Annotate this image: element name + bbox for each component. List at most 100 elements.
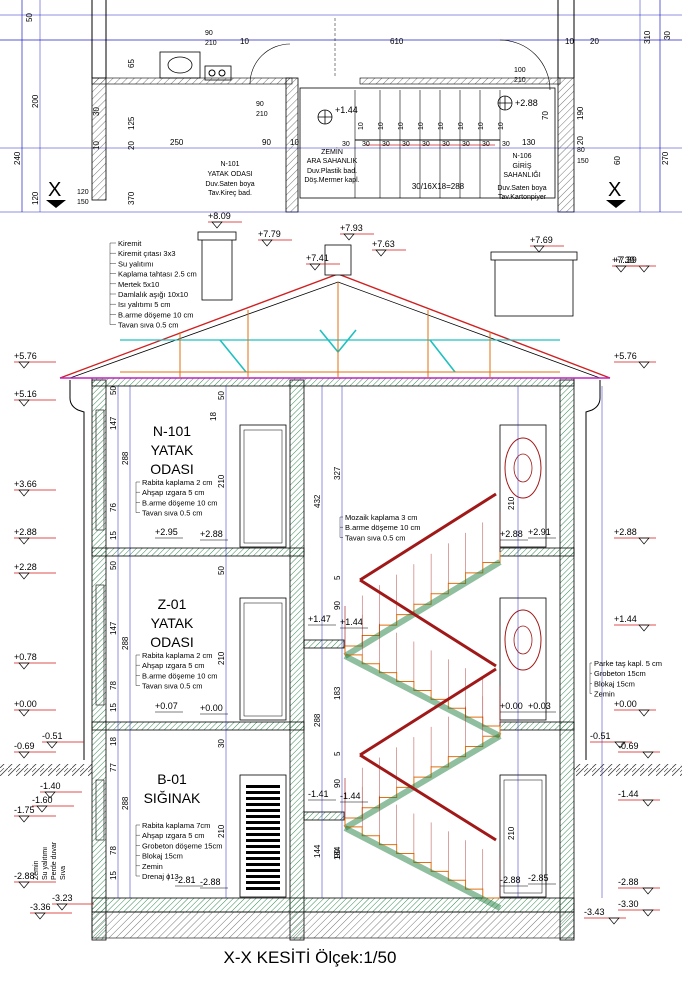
plan-finish-4: Döş.Mermer kapl. — [304, 177, 359, 184]
stair-handrail-upper — [359, 492, 497, 757]
wall-right — [559, 379, 575, 941]
vdim-left: 77 — [109, 763, 118, 772]
level-left: -1.60 — [32, 795, 74, 813]
level-roof: +7.93 — [340, 223, 374, 241]
level-roof-triangle — [343, 233, 355, 241]
vdim-mid: 210 — [217, 651, 226, 665]
stair-tread-mark: 10 — [358, 122, 365, 130]
level-left: +2.28 — [14, 562, 56, 580]
section-mark-right: X — [608, 179, 621, 201]
plan-room-n106-name2: SAHANLIĞI — [503, 170, 540, 179]
wall-mid — [289, 379, 305, 941]
level-right-text: +5.76 — [614, 351, 637, 361]
level-roof: +7.39 — [612, 255, 646, 273]
level-roof-text: +8.09 — [208, 211, 231, 221]
level-right-text: -1.44 — [618, 789, 639, 799]
level-right-triangle — [638, 361, 650, 369]
level-right-triangle — [614, 741, 626, 749]
vdim-left: 76 — [109, 503, 118, 512]
level-left-text: +5.76 — [14, 351, 37, 361]
stair-layer-note: B.arme döşeme 10 cm — [345, 523, 420, 532]
level-right-text: -0.51 — [590, 731, 611, 741]
level-left-triangle — [44, 791, 56, 799]
wall-layer-note: Su yalıtımı — [42, 847, 49, 880]
right-floor-layer-note: Parke taş kapl. 5 cm — [594, 659, 662, 668]
level-left-triangle — [18, 572, 30, 580]
level-interior: +0.03 — [528, 701, 556, 713]
level-interior-text: -1.41 — [308, 789, 329, 799]
louvre-slat — [246, 881, 280, 884]
plan-stair-spec: 30/16X18=288 — [412, 182, 465, 191]
level-interior: +2.91 — [528, 527, 556, 539]
level-interior-text: +0.00 — [200, 703, 223, 713]
vdim-left: 288 — [121, 451, 130, 465]
ground-floor-layer-note: Ahşap ızgara 5 cm — [142, 661, 205, 670]
dim-left-2: 125 — [127, 116, 136, 130]
dim-left-9: 10 — [92, 141, 101, 150]
vdim-stair: 288 — [313, 713, 322, 727]
level-roof-triangle — [261, 239, 273, 247]
level-left-text: +2.88 — [14, 527, 37, 537]
louvre-slat — [246, 857, 280, 860]
section-arrow-right — [606, 200, 626, 208]
chimney-left — [201, 237, 233, 301]
level-right: -1.44 — [618, 789, 660, 807]
ground-floor-layer-note: Tavan sıva 0.5 cm — [142, 682, 202, 691]
level-left: +0.78 — [14, 652, 56, 670]
fanlight-mid — [504, 609, 542, 671]
door-b01-louvres — [246, 785, 280, 890]
door-mid-h: 210 — [256, 111, 268, 118]
upper-floor-layer-note: B.arme döşeme 10 cm — [142, 498, 217, 507]
vdim-stair: 90 — [333, 849, 342, 858]
level-left-triangle — [18, 537, 30, 545]
level-interior-text: -1.44 — [340, 791, 361, 801]
room-n101-line2: ODASI — [150, 461, 194, 477]
level-left: +0.00 — [14, 699, 56, 717]
level-roof-text: +7.93 — [340, 223, 363, 233]
level-right: +2.88 — [614, 527, 656, 545]
stair-run-mark: 30 — [402, 141, 410, 148]
plan-room-n106-code: N-106 — [512, 153, 531, 160]
level-left-triangle — [18, 399, 30, 407]
level-interior: +0.07 — [155, 701, 183, 713]
room-z01-code: Z-01 — [158, 596, 187, 612]
stair-slab — [343, 733, 502, 831]
stair-run-mark: 30 — [502, 141, 510, 148]
room-b01-line1: SIĞINAK — [144, 790, 201, 806]
building-section — [0, 231, 682, 941]
level-left-text: +5.16 — [14, 389, 37, 399]
slab-level-2 — [91, 547, 305, 557]
dim-left-1: 65 — [127, 59, 136, 68]
level-right-text: +2.88 — [614, 527, 637, 537]
level-interior: +0.00 — [200, 703, 228, 715]
level-interior-text: +2.95 — [155, 527, 178, 537]
ground-right — [574, 764, 682, 776]
room-z01-line2: ODASI — [150, 634, 194, 650]
level-interior-text: -2.88 — [500, 875, 521, 885]
level-left-triangle — [18, 489, 30, 497]
level-right: -0.51 — [590, 731, 632, 749]
door-top-h: 210 — [205, 40, 217, 47]
basement-layer-note: Blokaj 15cm — [142, 852, 183, 861]
level-left: -0.51 — [42, 731, 84, 749]
level-right: +1.44 — [614, 614, 656, 632]
level-interior-text: +2.88 — [200, 529, 223, 539]
section-arrow-left — [46, 200, 66, 208]
level-interior-text: -2.81 — [175, 875, 196, 885]
louvre-slat — [246, 791, 280, 794]
level-right-triangle — [638, 624, 650, 632]
level-right: +5.76 — [614, 351, 656, 369]
door-right-lower — [499, 774, 547, 898]
basement-layer-note: Rabita kaplama 7cm — [142, 821, 210, 830]
level-left-triangle — [46, 741, 58, 749]
basement-layer-note: Zemin — [142, 862, 163, 871]
wall-layer-note: Zemin — [33, 860, 40, 880]
stair-flight — [345, 726, 501, 819]
level-interior-text: +2.91 — [528, 527, 551, 537]
plan-room-zemin-code: ZEMİN — [321, 147, 343, 156]
vdim-left: 18 — [109, 737, 118, 746]
vdim-left: 288 — [121, 796, 130, 810]
dim-top-6: 310 — [643, 30, 652, 44]
upper-floor-layer-note: Tavan sıva 0.5 cm — [142, 509, 202, 518]
